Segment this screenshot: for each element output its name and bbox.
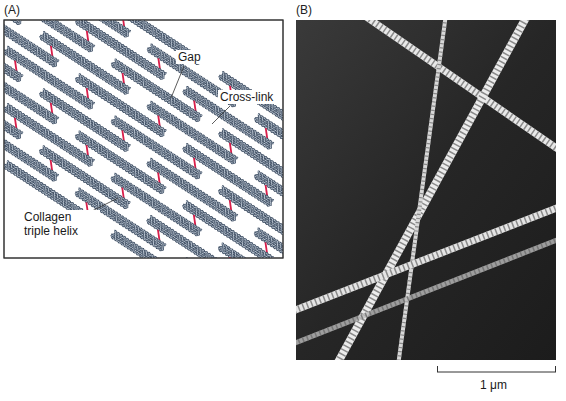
triple-helix [4,20,23,25]
panel-label: (B) [296,3,312,17]
part-label: Gap [176,50,203,64]
triple-helix [146,216,237,258]
collagen-fibers [296,20,556,360]
scale-label: 1 μm [480,378,507,392]
scale-bar [437,366,556,372]
part-label: Collagen triple helix [22,210,100,238]
triple-helix [218,243,283,258]
panel-label: (A) [4,3,20,17]
triple-helix [4,76,23,139]
leader-line [212,106,230,124]
micrograph [296,20,556,360]
part-label: Cross-link [218,90,275,104]
collagen-fibril [4,20,283,258]
triple-helix [111,231,202,258]
triple-helix [4,20,23,82]
leader-line [171,66,184,98]
triple-helix [4,20,59,67]
